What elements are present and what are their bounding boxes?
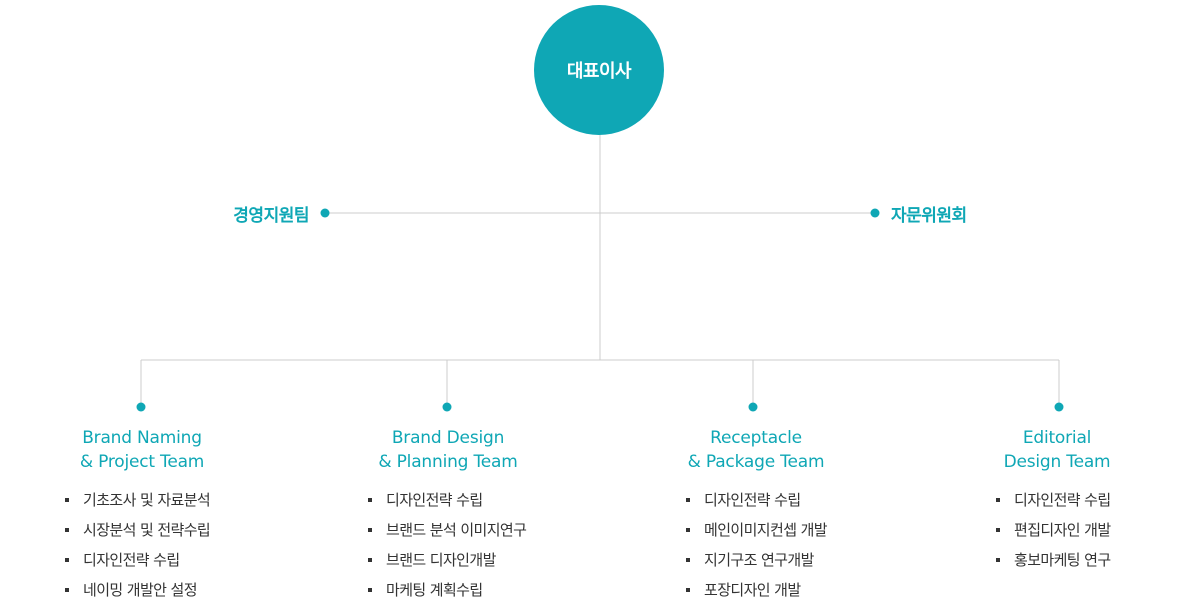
team-title-line: Editorial [1022,428,1092,448]
bullet-icon [686,498,690,502]
team-title-line: Design Team [1003,452,1111,472]
bullet-icon [65,588,69,592]
bullet-icon [368,558,372,562]
task-label: 시장분석 및 전략수립 [83,521,211,539]
team-title-line: & Package Team [687,452,825,472]
task-label: 편집디자인 개발 [1014,521,1111,539]
list-item: 홍보마케팅 연구 [996,550,1187,570]
team-task-list: 디자인전략 수립 편집디자인 개발 홍보마케팅 연구 [996,490,1187,570]
task-label: 메인이미지컨셉 개발 [704,521,828,539]
team-title: Brand Naming & Project Team [12,426,272,474]
list-item: 지기구조 연구개발 [686,550,886,570]
team-task-list: 디자인전략 수립 메인이미지컨셉 개발 지기구조 연구개발 포장디자인 개발 [686,490,886,600]
bullet-icon [368,498,372,502]
bullet-icon [65,498,69,502]
bullet-icon [686,528,690,532]
task-label: 디자인전략 수립 [704,491,801,509]
team-title-line: Receptacle [710,428,802,448]
bullet-icon [686,558,690,562]
team-title: Brand Design & Planning Team [318,426,578,474]
team-node-dot [442,402,452,412]
bullet-icon [996,528,1000,532]
team-title: Editorial Design Team [927,426,1187,474]
task-label: 홍보마케팅 연구 [1014,551,1111,569]
advisory-committee-label: 자문위원회 [891,206,967,226]
support-team-label: 경영지원팀 [233,206,309,226]
list-item: 디자인전략 수립 [65,550,272,570]
task-label: 마케팅 계획수립 [386,581,483,599]
team-brand-design: Brand Design & Planning Team 디자인전략 수립 브랜… [318,426,578,610]
team-editorial-design: Editorial Design Team 디자인전략 수립 편집디자인 개발 … [927,426,1187,580]
team-title-line: Brand Design [391,428,505,448]
task-label: 디자인전략 수립 [83,551,180,569]
list-item: 메인이미지컨셉 개발 [686,520,886,540]
bullet-icon [686,588,690,592]
task-label: 브랜드 디자인개발 [386,551,496,569]
support-node-dot-left [320,208,330,218]
list-item: 브랜드 분석 이미지연구 [368,520,578,540]
team-title-line: & Planning Team [378,452,518,472]
list-item: 디자인전략 수립 [996,490,1187,510]
team-title-line: & Project Team [79,452,205,472]
task-label: 포장디자인 개발 [704,581,801,599]
team-title: Receptacle & Package Team [626,426,886,474]
task-label: 브랜드 분석 이미지연구 [386,521,527,539]
task-label: 디자인전략 수립 [386,491,483,509]
team-node-dot [1054,402,1064,412]
list-item: 시장분석 및 전략수립 [65,520,272,540]
task-label: 지기구조 연구개발 [704,551,814,569]
team-task-list: 기초조사 및 자료분석 시장분석 및 전략수립 디자인전략 수립 네이밍 개발안… [65,490,272,600]
team-node-dot [136,402,146,412]
bullet-icon [368,588,372,592]
list-item: 편집디자인 개발 [996,520,1187,540]
task-label: 디자인전략 수립 [1014,491,1111,509]
bullet-icon [65,528,69,532]
team-title-line: Brand Naming [82,428,202,448]
bullet-icon [996,558,1000,562]
bullet-icon [65,558,69,562]
task-label: 네이밍 개발안 설정 [83,581,198,599]
team-brand-naming: Brand Naming & Project Team 기초조사 및 자료분석 … [12,426,272,610]
list-item: 브랜드 디자인개발 [368,550,578,570]
task-label: 기초조사 및 자료분석 [83,491,211,509]
support-node-dot-right [870,208,880,218]
list-item: 디자인전략 수립 [686,490,886,510]
ceo-label: 대표이사 [566,61,632,82]
team-node-dot [748,402,758,412]
bullet-icon [996,498,1000,502]
ceo-node: 대표이사 [534,5,664,135]
list-item: 마케팅 계획수립 [368,580,578,600]
list-item: 포장디자인 개발 [686,580,886,600]
team-task-list: 디자인전략 수립 브랜드 분석 이미지연구 브랜드 디자인개발 마케팅 계획수립 [368,490,578,600]
list-item: 디자인전략 수립 [368,490,578,510]
list-item: 기초조사 및 자료분석 [65,490,272,510]
bullet-icon [368,528,372,532]
team-receptacle-package: Receptacle & Package Team 디자인전략 수립 메인이미지… [626,426,886,610]
list-item: 네이밍 개발안 설정 [65,580,272,600]
